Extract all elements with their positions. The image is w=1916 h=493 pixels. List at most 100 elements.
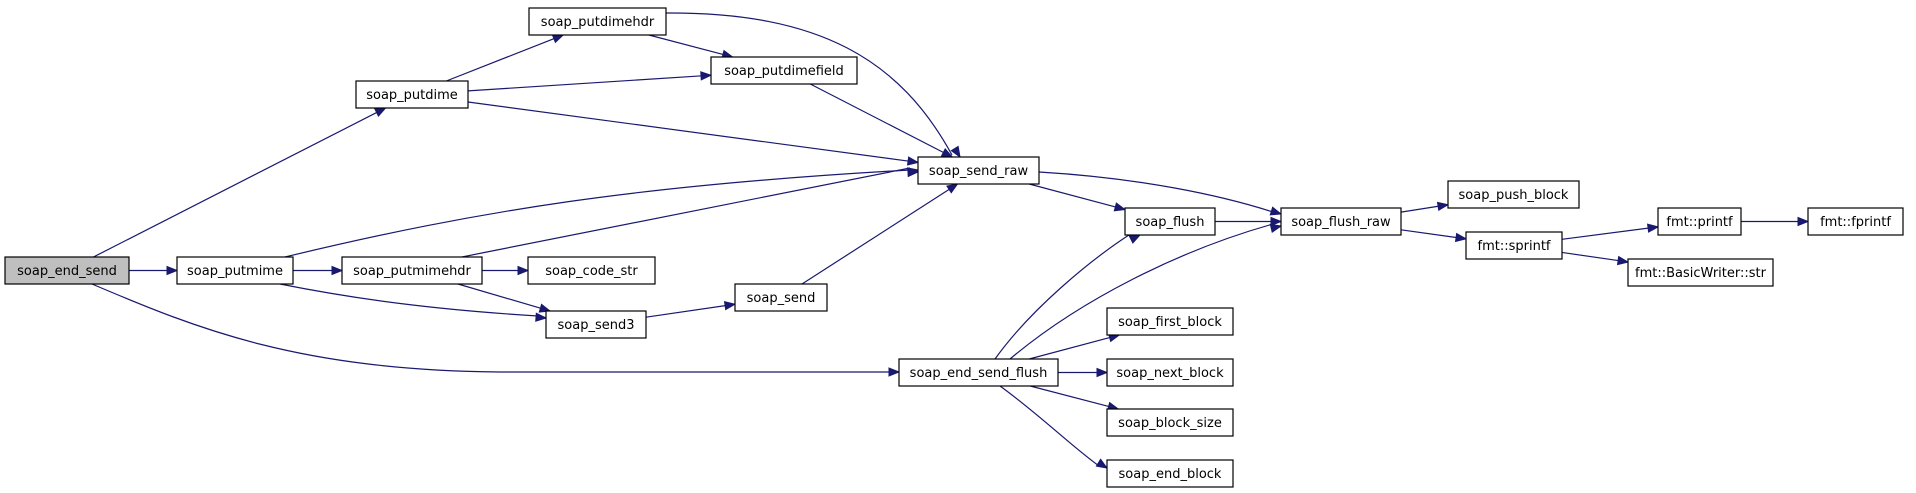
node-soap-end-block[interactable]: soap_end_block (1106, 459, 1234, 488)
node-soap-putmime[interactable]: soap_putmime (176, 256, 294, 285)
node-fmt-bw-str[interactable]: fmt::BasicWriter::str (1627, 258, 1774, 287)
edge-soap-putmime-to-soap-send3 (279, 283, 539, 317)
node-label: soap_first_block (1118, 315, 1222, 330)
edge-fmt-sprintf-to-fmt-printf-arrowhead (1646, 223, 1660, 233)
node-box (1807, 207, 1904, 236)
edge-soap-putdimefield-to-soap-send-raw (809, 83, 945, 154)
node-label: soap_end_send (17, 264, 117, 279)
node-box (1657, 207, 1742, 236)
node-soap-code-str[interactable]: soap_code_str (527, 256, 656, 285)
node-box (1465, 231, 1563, 260)
edge-fmt-sprintf-to-fmt-printf (1561, 227, 1650, 240)
edge-soap-putdimehdr-to-soap-putdimefield (648, 34, 725, 56)
node-soap-putdimehdr[interactable]: soap_putdimehdr (528, 7, 667, 36)
edge-soap-putmimehdr-to-soap-send-raw-arrowhead (906, 167, 920, 177)
edge-soap-flush-raw-to-fmt-sprintf (1400, 229, 1458, 239)
edge-soap-end-send-flush-to-soap-end-block-arrowhead (1095, 458, 1109, 469)
node-box (898, 358, 1059, 387)
edge-soap-putmimehdr-to-soap-code-str-arrowhead (517, 265, 530, 276)
node-box (1124, 207, 1216, 236)
node-soap-putdime[interactable]: soap_putdime (355, 80, 469, 109)
edge-soap-send-raw-to-soap-flush (1029, 183, 1117, 208)
edge-soap-flush-raw-to-soap-push-block (1400, 205, 1440, 213)
node-label: soap_putmimehdr (353, 264, 471, 279)
edge-soap-putdime-to-soap-putdimefield (467, 75, 703, 92)
nodes: soap_end_send soap_putdime soap_putdimehdr… (4, 7, 1904, 488)
edge-soap-end-send-flush-to-soap-block-size (1030, 385, 1110, 408)
edge-soap-end-send-flush-to-soap-flush-raw (1009, 223, 1274, 360)
node-box (1447, 180, 1580, 209)
edge-soap-send-raw-to-soap-flush-raw (1038, 171, 1274, 213)
edge-soap-putmime-to-soap-send3-arrowhead (535, 312, 548, 322)
node-label: soap_code_str (545, 264, 638, 279)
edge-soap-flush-raw-to-soap-push-block-arrowhead (1436, 201, 1450, 212)
edge-fmt-printf-to-fmt-fprintf-arrowhead (1797, 216, 1810, 227)
edge-soap-putmime-to-soap-putmimehdr-arrowhead (331, 265, 344, 276)
edge-soap-send3-to-soap-send (645, 304, 727, 318)
edge-soap-putmimehdr-to-soap-send3-arrowhead (538, 303, 552, 313)
node-soap-flush-raw[interactable]: soap_flush_raw (1280, 207, 1402, 236)
node-soap-send3[interactable]: soap_send3 (545, 310, 647, 339)
node-soap-end-send-flush[interactable]: soap_end_send_flush (898, 358, 1059, 387)
node-box (1106, 408, 1234, 437)
node-box (917, 156, 1040, 185)
node-soap-putdimefield[interactable]: soap_putdimefield (710, 56, 858, 85)
edge-soap-send-raw-to-soap-flush-arrowhead (1113, 202, 1127, 212)
edge-soap-putmimehdr-to-soap-send3 (457, 283, 542, 310)
node-soap-putmimehdr[interactable]: soap_putmimehdr (341, 256, 483, 285)
node-soap-send-raw[interactable]: soap_send_raw (917, 156, 1040, 185)
node-box (710, 56, 858, 85)
node-soap-send[interactable]: soap_send (734, 283, 828, 312)
edge-soap-end-send-to-soap-putmime-arrowhead (166, 265, 179, 276)
node-label: soap_putdime (366, 88, 458, 103)
node-label: fmt::sprintf (1478, 239, 1551, 254)
edge-soap-putmime-to-soap-send-raw (284, 169, 911, 258)
node-label: soap_send_raw (929, 164, 1029, 179)
node-fmt-printf[interactable]: fmt::printf (1657, 207, 1742, 236)
edge-soap-send-to-soap-send-raw (801, 188, 951, 285)
edge-soap-flush-raw-to-fmt-sprintf-arrowhead (1454, 232, 1468, 243)
node-label: soap_end_send_flush (910, 366, 1048, 381)
node-label: soap_next_block (1116, 366, 1224, 381)
node-fmt-sprintf[interactable]: fmt::sprintf (1465, 231, 1563, 260)
node-soap-next-block[interactable]: soap_next_block (1106, 358, 1234, 387)
node-box (545, 310, 647, 339)
edge-soap-end-send-flush-to-soap-flush (994, 232, 1133, 360)
edges (91, 12, 1810, 469)
node-label: soap_block_size (1118, 416, 1222, 431)
edge-soap-putdime-to-soap-send-raw-arrowhead (906, 156, 920, 166)
node-label: soap_putmime (187, 264, 283, 279)
node-soap-block-size[interactable]: soap_block_size (1106, 408, 1234, 437)
node-soap-first-block[interactable]: soap_first_block (1106, 307, 1234, 336)
edge-fmt-sprintf-to-fmt-bw-str-arrowhead (1616, 255, 1630, 266)
edge-soap-end-send-to-soap-end-send-flush (91, 283, 889, 373)
edge-soap-send-raw-to-soap-flush-raw-arrowhead (1269, 206, 1283, 216)
node-label: soap_send (747, 291, 816, 306)
node-label: soap_send3 (558, 318, 635, 333)
node-soap-end-send[interactable]: soap_end_send (4, 256, 130, 285)
edge-soap-putdimehdr-to-soap-send-raw (665, 12, 953, 156)
node-soap-push-block[interactable]: soap_push_block (1447, 180, 1580, 209)
edge-soap-send-to-soap-send-raw-arrowhead (946, 183, 959, 194)
edge-soap-end-send-to-soap-putdime (93, 111, 378, 258)
edge-soap-end-send-flush-to-soap-first-block (1029, 336, 1111, 360)
node-fmt-fprintf[interactable]: fmt::fprintf (1807, 207, 1904, 236)
edge-fmt-sprintf-to-fmt-bw-str (1561, 251, 1620, 262)
node-box (527, 256, 656, 285)
node-box (1106, 459, 1234, 488)
edge-soap-putdimehdr-to-soap-send-raw-arrowhead (950, 145, 961, 159)
edge-soap-putdime-to-soap-putdimehdr (446, 37, 556, 82)
node-box (1106, 358, 1234, 387)
edge-soap-end-send-to-soap-putdime-arrowhead (374, 107, 387, 117)
node-label: fmt::BasicWriter::str (1635, 266, 1767, 281)
node-label: soap_flush_raw (1291, 215, 1391, 230)
node-box (4, 256, 130, 285)
edge-soap-putdime-to-soap-putdimefield-arrowhead (700, 71, 713, 81)
node-box (1280, 207, 1402, 236)
node-box (355, 80, 469, 109)
edge-soap-putdime-to-soap-putdimehdr-arrowhead (551, 34, 565, 44)
edge-soap-end-send-flush-to-soap-end-block (999, 385, 1100, 467)
node-box (1627, 258, 1774, 287)
node-soap-flush[interactable]: soap_flush (1124, 207, 1216, 236)
